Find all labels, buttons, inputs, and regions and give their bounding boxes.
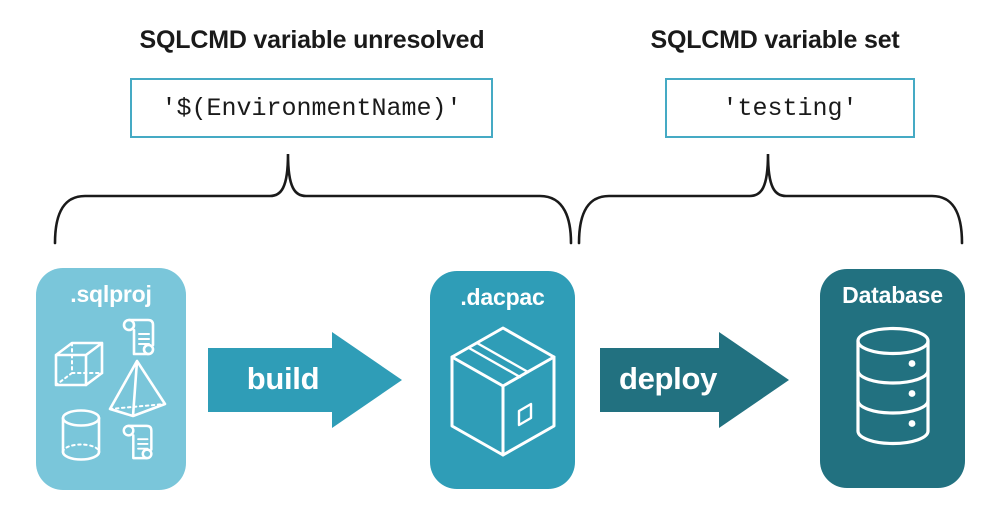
database-cylinder-icon	[855, 326, 930, 446]
deploy-arrow-label: deploy	[618, 361, 718, 396]
right-brace-icon	[577, 153, 964, 245]
cube-icon	[54, 341, 104, 387]
node-dacpac: .dacpac	[430, 271, 575, 489]
code-value-unresolved: '$(EnvironmentName)'	[161, 93, 462, 123]
cylinder-icon	[61, 409, 101, 461]
left-brace-icon	[53, 153, 573, 245]
pyramid-icon	[108, 359, 167, 418]
heading-sqlcmd-unresolved: SQLCMD variable unresolved	[139, 26, 485, 54]
node-dacpac-label: .dacpac	[460, 284, 545, 310]
code-box-set: 'testing'	[665, 78, 915, 138]
node-sqlproj: .sqlproj	[36, 268, 186, 490]
deploy-arrow-shape	[600, 332, 789, 428]
node-database: Database	[820, 269, 965, 488]
build-arrow-label: build	[246, 361, 320, 396]
build-arrow: build	[208, 330, 404, 430]
code-box-unresolved: '$(EnvironmentName)'	[130, 78, 493, 138]
package-box-icon	[450, 326, 555, 457]
node-database-label: Database	[842, 282, 943, 308]
deploy-arrow: deploy	[600, 330, 791, 430]
scroll-icon	[122, 424, 153, 460]
code-value-set: 'testing'	[722, 93, 858, 123]
scroll-icon	[122, 318, 155, 356]
node-sqlproj-label: .sqlproj	[70, 281, 152, 307]
sql-objects-icon	[54, 318, 167, 461]
heading-sqlcmd-set: SQLCMD variable set	[650, 26, 900, 54]
build-arrow-shape	[208, 332, 402, 428]
